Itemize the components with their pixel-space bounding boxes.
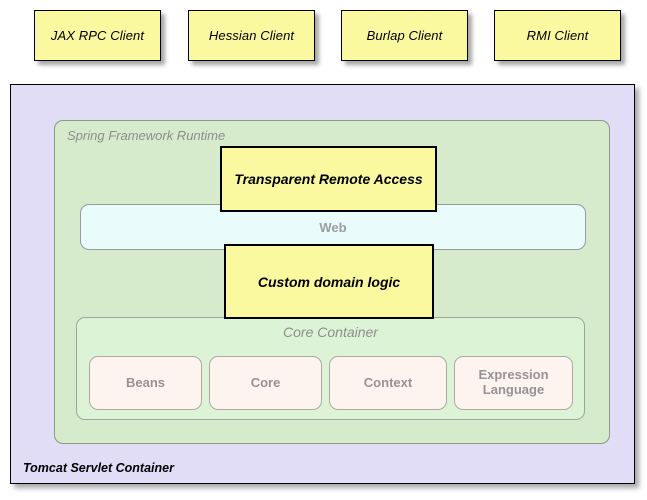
- highlight-custom-domain-logic[interactable]: Custom domain logic: [224, 244, 434, 319]
- client-box-jax-rpc[interactable]: JAX RPC Client: [34, 10, 161, 61]
- client-box-label: Hessian Client: [208, 28, 295, 43]
- highlight-transparent-remote-access[interactable]: Transparent Remote Access: [220, 146, 437, 212]
- tomcat-servlet-container-label: Tomcat Servlet Container: [23, 461, 174, 475]
- client-box-label: RMI Client: [526, 28, 589, 43]
- core-module-context[interactable]: Context: [329, 356, 447, 410]
- client-box-hessian[interactable]: Hessian Client: [188, 10, 315, 61]
- client-box-rmi[interactable]: RMI Client: [494, 10, 621, 61]
- core-container-label: Core Container: [283, 324, 378, 340]
- spring-framework-runtime-label: Spring Framework Runtime: [67, 128, 226, 143]
- core-container: Core Container Beans Core Context Expres…: [76, 317, 585, 420]
- core-module-beans[interactable]: Beans: [89, 356, 202, 410]
- web-module-label: Web: [319, 219, 347, 235]
- highlight-label: Transparent Remote Access: [234, 171, 423, 187]
- core-module-label: Context: [363, 374, 413, 390]
- core-module-label: Expression Language: [478, 367, 549, 397]
- highlight-label: Custom domain logic: [257, 273, 401, 290]
- core-module-label: Beans: [125, 374, 166, 390]
- client-box-burlap[interactable]: Burlap Client: [341, 10, 468, 61]
- client-box-label: Burlap Client: [366, 28, 443, 43]
- client-box-label: JAX RPC Client: [50, 28, 145, 43]
- core-module-label: Core: [250, 374, 281, 390]
- core-module-expression-language[interactable]: Expression Language: [454, 356, 573, 410]
- core-module-core[interactable]: Core: [209, 356, 322, 410]
